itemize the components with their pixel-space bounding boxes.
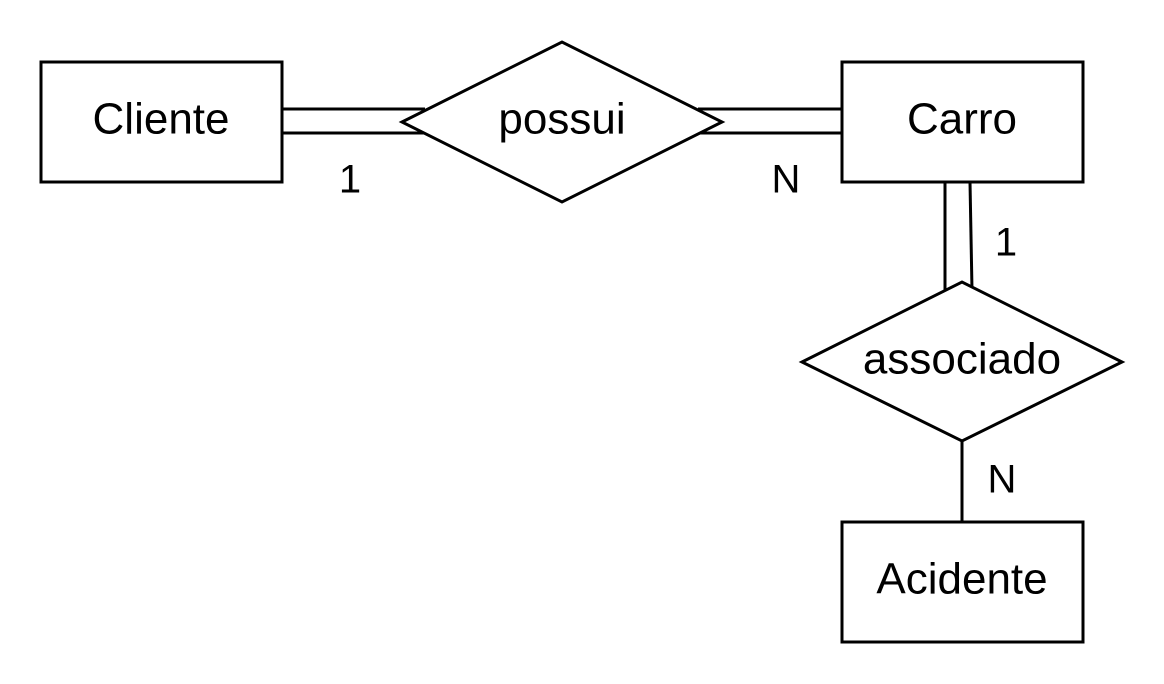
edge-carro-associado xyxy=(943,181,974,292)
edge-possui-carro xyxy=(698,107,842,135)
entity-carro-label: Carro xyxy=(907,95,1017,144)
entity-cliente-label: Cliente xyxy=(93,95,230,144)
cardinality-possui-carro: N xyxy=(772,158,801,202)
entity-acidente-label: Acidente xyxy=(876,555,1047,604)
relationship-associado[interactable]: associado xyxy=(798,280,1126,443)
entity-carro[interactable]: Carro xyxy=(840,60,1085,184)
entity-acidente[interactable]: Acidente xyxy=(840,520,1085,644)
relationship-associado-label: associado xyxy=(863,335,1061,384)
cardinality-associado-acidente: N xyxy=(988,458,1017,502)
entity-cliente[interactable]: Cliente xyxy=(39,60,284,184)
cardinality-cliente-possui: 1 xyxy=(339,158,361,202)
relationship-possui[interactable]: possui xyxy=(398,40,726,204)
relationship-possui-label: possui xyxy=(498,95,625,144)
edge-cliente-possui xyxy=(283,107,425,135)
cardinality-carro-associado: 1 xyxy=(995,221,1017,265)
